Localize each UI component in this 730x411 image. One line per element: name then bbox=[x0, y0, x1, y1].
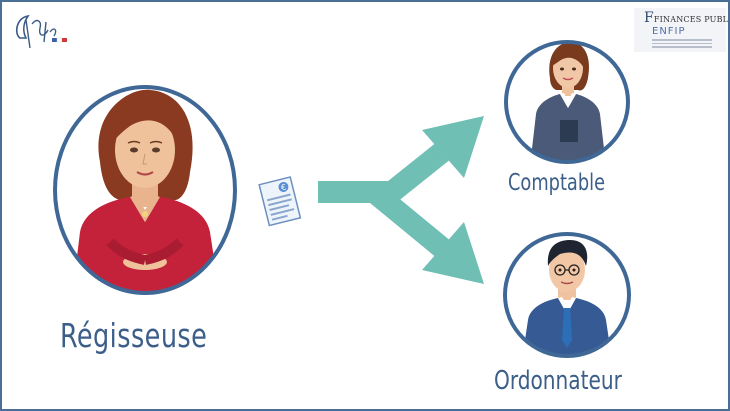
logo-fine-print bbox=[652, 39, 712, 50]
regisseuse-avatar bbox=[53, 85, 237, 295]
arrow-head-up bbox=[422, 116, 484, 178]
arrow-head-down bbox=[422, 222, 484, 284]
comptable-label: Comptable bbox=[508, 170, 606, 196]
finances-publiques-title: FFINANCES PUBLIQUES bbox=[644, 10, 729, 26]
split-arrow bbox=[318, 116, 484, 284]
finances-publiques-text: FINANCES PUBLIQUES bbox=[653, 15, 729, 24]
finances-publiques-logo: FFINANCES PUBLIQUES ENFIP bbox=[634, 8, 728, 52]
euro-symbol: € bbox=[280, 182, 287, 192]
chfpt-logo bbox=[15, 14, 67, 49]
regisseuse-label: Régisseuse bbox=[60, 316, 208, 355]
ordonnateur-label: Ordonnateur bbox=[494, 366, 622, 396]
ordonnateur-avatar bbox=[503, 232, 631, 358]
euro-document-icon: € bbox=[258, 176, 302, 227]
comptable-avatar bbox=[504, 40, 630, 164]
enfip-text: ENFIP bbox=[652, 26, 686, 37]
